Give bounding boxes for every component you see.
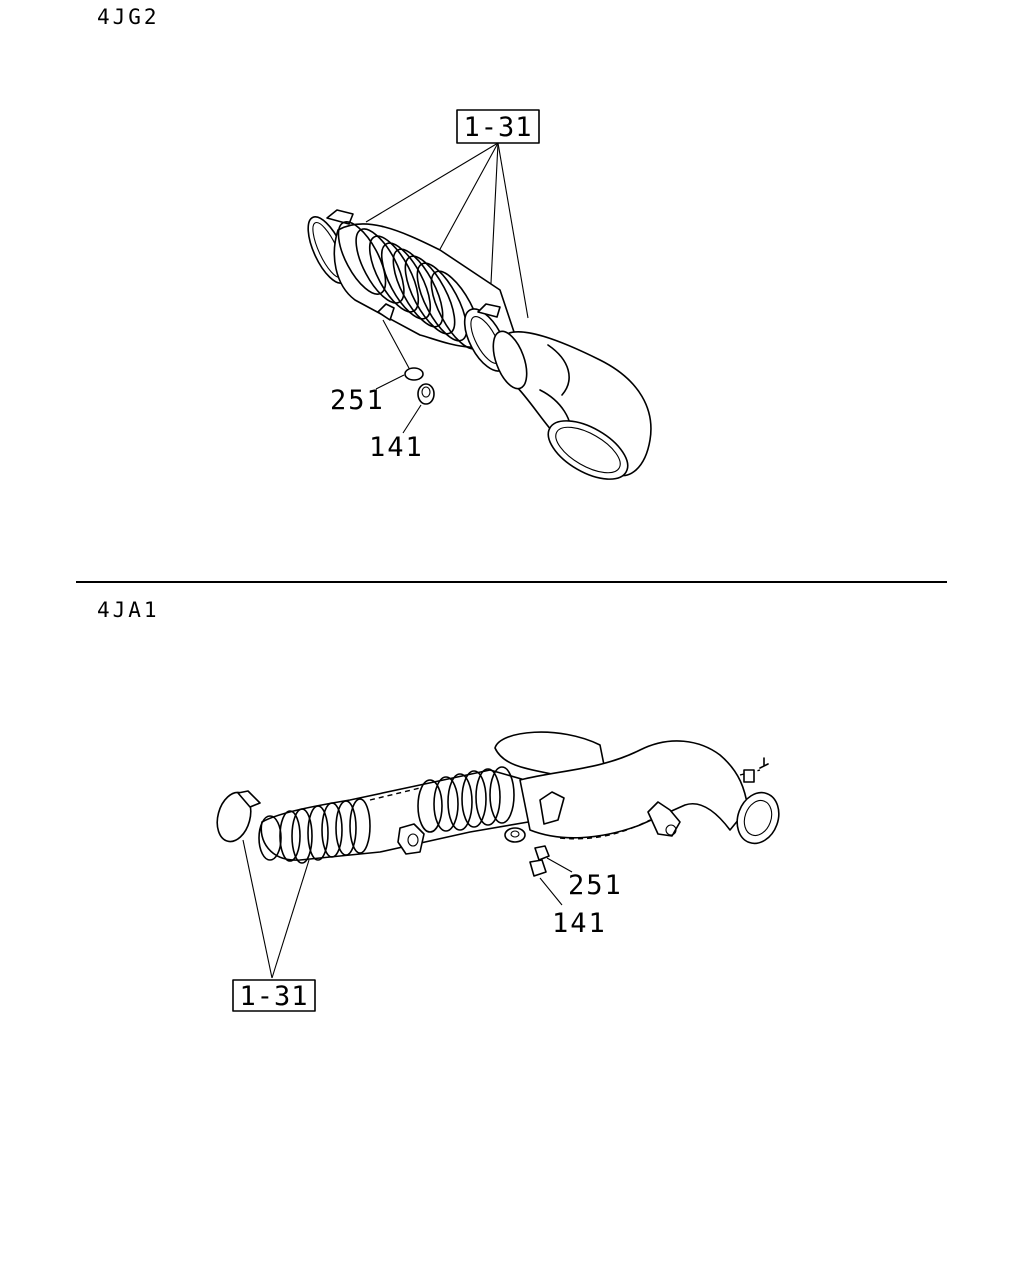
callout-251: 251 <box>330 385 385 416</box>
air-duct-elbow-4jg2[interactable] <box>487 327 652 491</box>
hose-band-251-4jg2[interactable] <box>375 319 424 390</box>
grommet-141-4jg2[interactable] <box>402 383 435 434</box>
ref-box-1-31-bottom[interactable]: 1-31 <box>232 979 316 1012</box>
callout-141: 141 <box>369 432 424 463</box>
callout-141: 141 <box>552 908 607 939</box>
engine-code-4jg2: 4JG2 <box>97 5 160 29</box>
end-clamp-4ja1[interactable] <box>212 789 261 846</box>
ref-leader-lines <box>365 142 529 319</box>
grommet-141-4ja1[interactable] <box>529 859 563 906</box>
ref-box-label: 1-31 <box>463 112 532 143</box>
air-intake-hose-4ja1[interactable] <box>258 766 541 864</box>
callout-251: 251 <box>568 870 623 901</box>
intake-hose-diagram-4ja1: 251 141 1-31 <box>212 731 786 1012</box>
section-divider <box>76 581 947 583</box>
intake-hose-diagram-4jg2: 1-31 <box>300 109 652 491</box>
hose-band-251-4ja1[interactable] <box>534 845 573 873</box>
ref-leader-lines <box>242 839 310 979</box>
ref-box-1-31-top[interactable]: 1-31 <box>456 109 540 144</box>
air-intake-hose-4jg2[interactable] <box>300 209 516 378</box>
air-duct-4ja1[interactable] <box>494 731 786 849</box>
ref-box-label: 1-31 <box>239 981 308 1012</box>
engine-code-4ja1: 4JA1 <box>97 598 160 622</box>
mount-boss-4ja1 <box>504 827 526 843</box>
